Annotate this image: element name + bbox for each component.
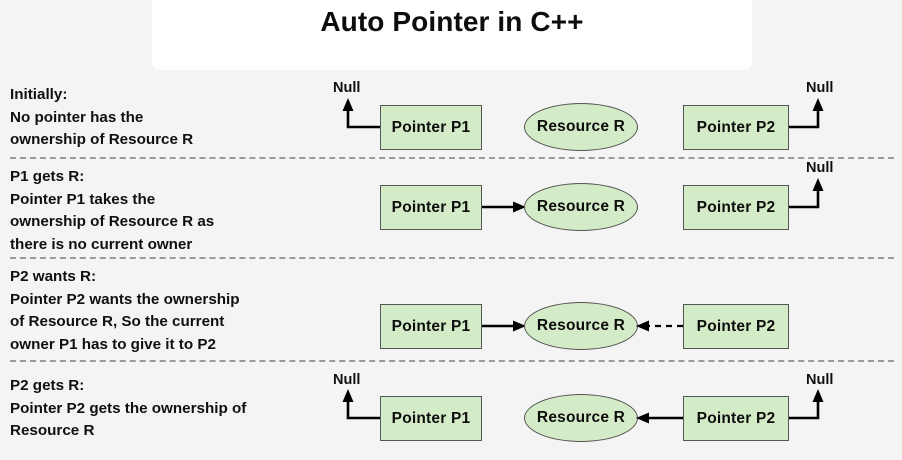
resource-r-ellipse[interactable]: Resource R [524,183,638,231]
pointer-p2-box[interactable]: Pointer P2 [683,185,789,230]
null-label-p1: Null [333,80,361,96]
p2-null-connector [789,389,824,420]
step-line: Pointer P2 wants the ownership [10,290,240,308]
step-heading: P2 wants R: [10,268,97,285]
pointer-p2-box[interactable]: Pointer P2 [683,105,789,150]
pointer-p2-box[interactable]: Pointer P2 [683,304,789,349]
null-label-p1: Null [333,372,361,388]
pointer-p2-box[interactable]: Pointer P2 [683,396,789,441]
pointer-p1-box[interactable]: Pointer P1 [380,304,482,349]
resource-r-ellipse[interactable]: Resource R [524,103,638,151]
step-description-initially: Initially: No pointer has the ownership … [10,84,330,152]
pointer-p1-box[interactable]: Pointer P1 [380,105,482,150]
step-heading: Initially: [10,86,68,103]
step-line: ownership of Resource R [10,131,194,148]
step-line: Pointer P1 takes the [10,190,156,208]
resource-r-ellipse[interactable]: Resource R [524,302,638,350]
row-divider [10,360,894,362]
step-description-p1-gets-r: P1 gets R: Pointer P1 takes the ownershi… [10,166,330,256]
page-title: Auto Pointer in C++ [320,6,584,37]
null-label-p2: Null [806,160,834,176]
p1-to-resource-arrow [482,320,526,332]
p1-to-resource-arrow [482,201,526,213]
p1-null-connector [342,389,382,420]
step-description-p2-wants-r: P2 wants R: Pointer P2 wants the ownersh… [10,266,330,356]
step-description-p2-gets-r: P2 gets R: Pointer P2 gets the ownership… [10,375,330,443]
p2-null-connector [789,98,824,129]
step-line: there is no current owner [10,235,193,253]
step-line: Pointer P2 gets the ownership of [10,399,247,417]
null-label-p2: Null [806,80,834,96]
pointer-p1-box[interactable]: Pointer P1 [380,396,482,441]
p2-null-connector [789,178,824,209]
step-line: Resource R [10,422,95,439]
title-card: Auto Pointer in C++ [152,0,752,70]
p2-to-resource-arrow [636,412,683,424]
step-heading: P2 gets R: [10,377,85,394]
resource-r-ellipse[interactable]: Resource R [524,394,638,442]
step-line: ownership of Resource R as [10,213,215,230]
p2-wants-resource-dashed-arrow [636,320,683,332]
step-line: No pointer has the [10,108,144,126]
row-divider [10,257,894,259]
step-line: owner P1 has to give it to P2 [10,335,216,353]
pointer-p1-box[interactable]: Pointer P1 [380,185,482,230]
row-divider [10,157,894,159]
step-heading: P1 gets R: [10,168,85,185]
null-label-p2: Null [806,372,834,388]
p1-null-connector [342,98,382,129]
step-line: of Resource R, So the current [10,313,225,330]
